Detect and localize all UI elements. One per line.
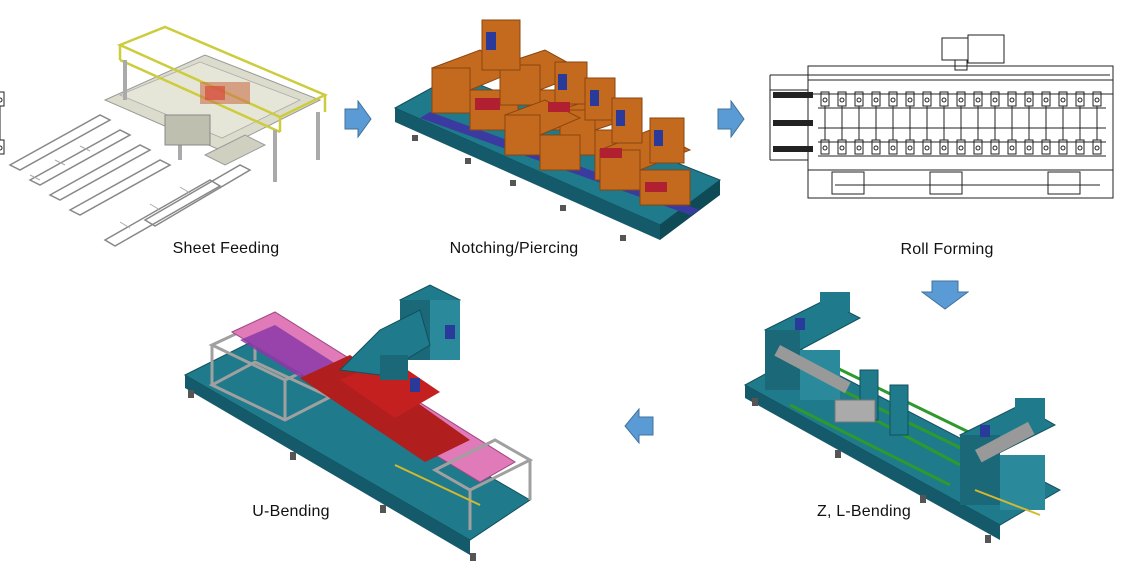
u-bending-label: U-Bending: [252, 503, 330, 520]
roll-forming-label: Roll Forming: [900, 241, 994, 258]
z-l-bending-label: Z, L-Bending: [816, 503, 912, 520]
arrow-right-2: [717, 100, 745, 138]
arrow-left: [624, 408, 654, 444]
arrow-right-1: [344, 100, 372, 138]
notching-piercing-label: Notching/Piercing: [449, 240, 579, 257]
sheet-feeding-label: Sheet Feeding: [172, 240, 280, 257]
arrow-down: [921, 280, 969, 310]
